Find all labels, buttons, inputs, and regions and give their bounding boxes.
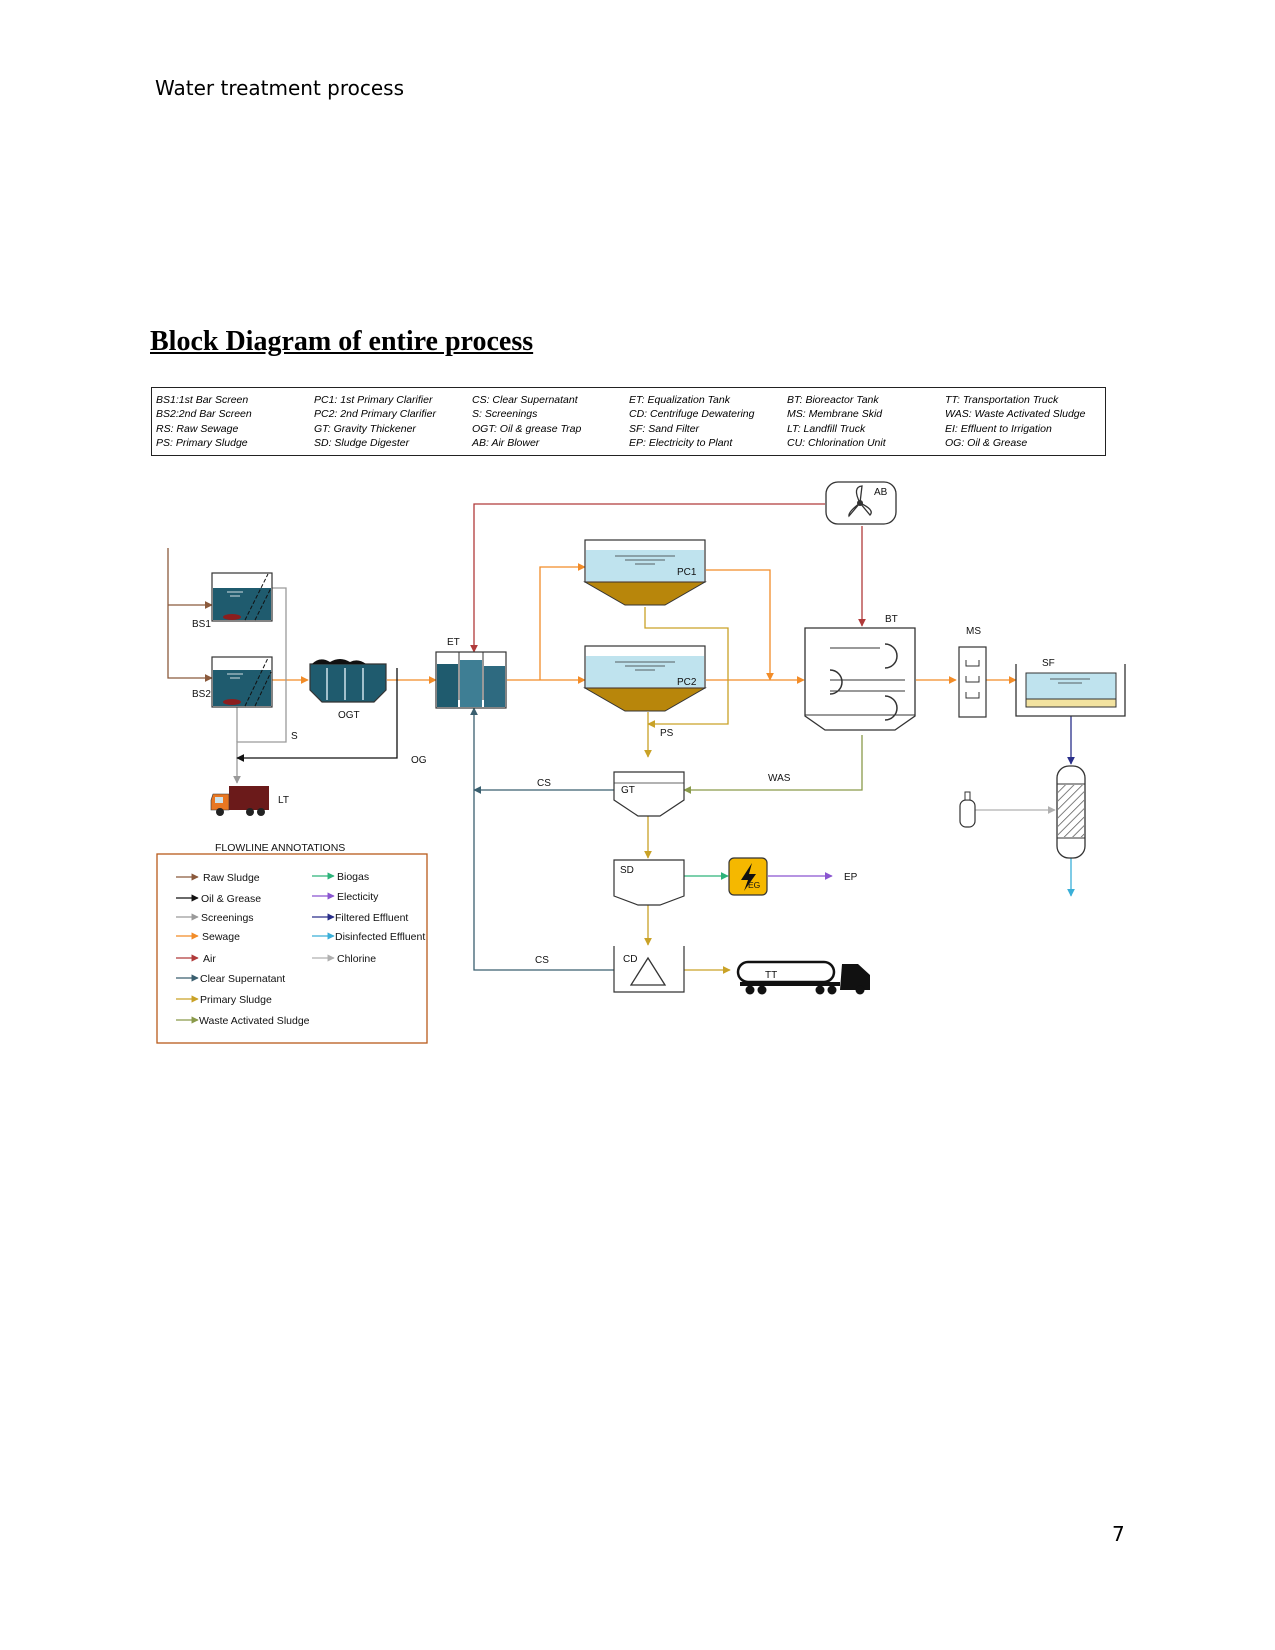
gt-label: GT bbox=[621, 785, 635, 796]
bar-screen-2 bbox=[211, 656, 273, 708]
abbreviation: CD: Centrifuge Dewatering bbox=[629, 408, 755, 421]
chlorination-unit bbox=[1056, 765, 1086, 859]
membrane-skid bbox=[958, 646, 987, 718]
clear-supernatant-line bbox=[470, 707, 614, 971]
abbreviation: PS: Primary Sludge bbox=[156, 436, 248, 449]
abbreviation-column: CS: Clear Supernatant S: Screenings OGT:… bbox=[472, 393, 581, 450]
abbreviation: EP: Electricity to Plant bbox=[629, 436, 733, 449]
annotation-label: Filtered Effluent bbox=[335, 912, 408, 924]
annotations-title: FLOWLINE ANNOTATIONS bbox=[215, 842, 345, 854]
tt-label: TT bbox=[765, 970, 777, 981]
abbreviation: ET: Equalization Tank bbox=[629, 394, 730, 406]
ogt-label: OGT bbox=[338, 710, 360, 721]
bar-screen-1 bbox=[211, 572, 273, 622]
was-label: WAS bbox=[768, 773, 791, 784]
annotation-label: Screenings bbox=[201, 912, 254, 924]
abbreviation: SF: Sand Filter bbox=[629, 422, 700, 435]
pc1-label: PC1 bbox=[677, 567, 697, 578]
ms-label: MS bbox=[966, 626, 981, 637]
annotation-label: Waste Activated Sludge bbox=[199, 1015, 310, 1027]
landfill-truck-icon bbox=[210, 786, 269, 816]
chlorine-cylinder-icon bbox=[959, 791, 976, 828]
abbreviation-column: BS1:1st Bar Screen BS2:2nd Bar Screen RS… bbox=[156, 393, 252, 450]
primary-sludge-label: PS bbox=[660, 728, 674, 739]
abbreviation: LT: Landfill Truck bbox=[787, 422, 866, 435]
annotation-label: Oil & Grease bbox=[201, 893, 261, 905]
abbreviation-column: PC1: 1st Primary Clarifier PC2: 2nd Prim… bbox=[314, 393, 436, 450]
abbreviation: BT: Bioreactor Tank bbox=[787, 394, 879, 406]
sf-label: SF bbox=[1042, 658, 1055, 669]
abbreviation: EI: Effluent to Irrigation bbox=[945, 422, 1052, 435]
abbreviation-column: ET: Equalization Tank CD: Centrifuge Dew… bbox=[629, 393, 754, 450]
abbreviation: BS1:1st Bar Screen bbox=[156, 394, 249, 406]
abbreviation: OGT: Oil & grease Trap bbox=[472, 422, 582, 435]
abbreviation: PC1: 1st Primary Clarifier bbox=[314, 394, 433, 406]
abbreviation-column: BT: Bioreactor Tank MS: Membrane Skid LT… bbox=[787, 393, 886, 450]
annotation-label: Primary Sludge bbox=[200, 994, 272, 1006]
abbreviation: MS: Membrane Skid bbox=[787, 408, 883, 421]
annotation-label: Chlorine bbox=[337, 953, 376, 965]
air-line bbox=[470, 503, 825, 653]
annotation-label: Raw Sludge bbox=[203, 872, 260, 884]
abbreviation: S: Screenings bbox=[472, 408, 538, 421]
abbreviation-legend: BS1:1st Bar Screen BS2:2nd Bar Screen RS… bbox=[151, 387, 1106, 456]
annotation-label: Air bbox=[203, 953, 216, 965]
primary-sludge-line bbox=[644, 607, 729, 728]
bt-label: BT bbox=[885, 614, 898, 625]
abbreviation-column: TT: Transportation Truck WAS: Waste Acti… bbox=[945, 393, 1085, 450]
was-line bbox=[683, 735, 863, 794]
abbreviation: SD: Sludge Digester bbox=[314, 436, 410, 449]
cd-label: CD bbox=[623, 954, 637, 965]
sludge-digester bbox=[613, 859, 685, 906]
centrifuge-dewatering bbox=[613, 946, 685, 993]
annotation-label: Clear Supernatant bbox=[200, 973, 285, 985]
lt-label: LT bbox=[278, 795, 289, 806]
abbreviation: TT: Transportation Truck bbox=[945, 394, 1059, 406]
abbreviation: RS: Raw Sewage bbox=[156, 422, 239, 435]
annotation-label: Biogas bbox=[337, 871, 369, 883]
annotation-label: Sewage bbox=[202, 931, 240, 943]
bs1-label: BS1 bbox=[192, 619, 211, 630]
screenings-label: S bbox=[291, 731, 298, 742]
annotation-label: Electicity bbox=[337, 891, 379, 903]
bioreactor-tank bbox=[804, 627, 916, 731]
section-heading: Block Diagram of entire process bbox=[150, 326, 534, 357]
flowline-annotations-legend: FLOWLINE ANNOTATIONS Raw Sludge Oil & Gr… bbox=[156, 842, 428, 1044]
page-header: Water treatment process bbox=[155, 76, 405, 100]
abbreviation: BS2:2nd Bar Screen bbox=[156, 408, 252, 421]
sd-label: SD bbox=[620, 865, 634, 876]
abbreviation: CS: Clear Supernatant bbox=[472, 394, 578, 406]
abbreviation: CU: Chlorination Unit bbox=[787, 436, 886, 449]
transportation-truck-icon bbox=[736, 960, 870, 995]
primary-clarifier-1 bbox=[583, 539, 707, 606]
sewage-line bbox=[539, 563, 586, 680]
electric-generator-icon bbox=[728, 857, 768, 896]
oil-grease-label: OG bbox=[411, 755, 427, 766]
clear-supernatant-label: CS bbox=[535, 955, 549, 966]
air-blower bbox=[825, 481, 897, 525]
sewage-line bbox=[706, 569, 774, 681]
oil-grease-line bbox=[236, 668, 398, 762]
eg-label: EG bbox=[748, 880, 760, 890]
annotation-label: Disinfected Effluent bbox=[335, 931, 425, 943]
primary-clarifier-2 bbox=[583, 645, 707, 712]
abbreviation: AB: Air Blower bbox=[472, 436, 540, 449]
ab-label: AB bbox=[874, 487, 888, 498]
oil-grease-trap bbox=[309, 659, 387, 703]
bs2-label: BS2 bbox=[192, 689, 211, 700]
abbreviation: OG: Oil & Grease bbox=[945, 436, 1028, 449]
abbreviation: GT: Gravity Thickener bbox=[314, 422, 416, 435]
abbreviation: WAS: Waste Activated Sludge bbox=[945, 408, 1086, 421]
ep-label: EP bbox=[844, 872, 858, 883]
clear-supernatant-label: CS bbox=[537, 778, 551, 789]
equalization-tank bbox=[435, 651, 507, 709]
abbreviation: PC2: 2nd Primary Clarifier bbox=[314, 408, 436, 421]
sand-filter bbox=[1015, 664, 1126, 717]
gravity-thickener bbox=[613, 771, 685, 817]
raw-sewage-line bbox=[167, 548, 213, 682]
page-number: 7 bbox=[1112, 1522, 1125, 1546]
et-label: ET bbox=[447, 637, 460, 648]
pc2-label: PC2 bbox=[677, 677, 697, 688]
